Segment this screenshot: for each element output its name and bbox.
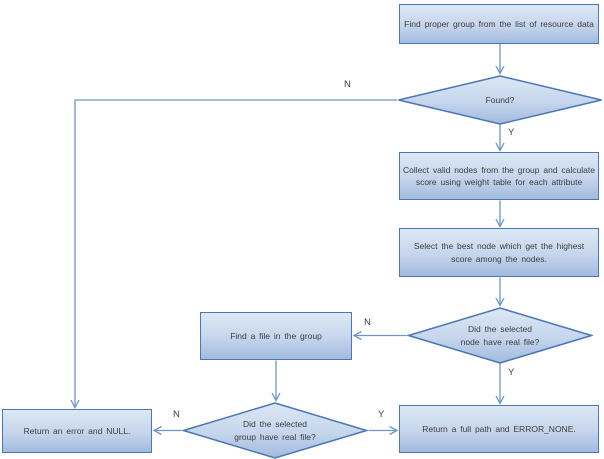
node-select-best: Select the best node which get the highe… [399,228,599,277]
edge-label-node-check-no: N [364,317,371,328]
node-start: Find proper group from the list of resou… [399,4,599,44]
node-find-file-label: Find a file in the group [230,330,322,341]
node-decision-node-check-label: Did the selected node have real file? [460,324,540,347]
node-decision-found-label: Found? [485,94,515,105]
node-return-error: Return an error and NULL. [2,409,152,453]
node-return-path: Return a full path and ERROR_NONE. [399,405,599,453]
node-select-best-label: Select the best node which get the highe… [413,241,585,264]
node-decision-found: Found? [397,75,603,125]
edge-label-group-check-no: N [173,409,180,420]
edge-label-found-no: N [344,79,351,90]
node-return-path-label: Return a full path and ERROR_NONE. [422,423,576,434]
node-collect-label: Collect valid nodes from the group and c… [403,164,595,187]
connector-found-no [70,99,397,409]
node-return-error-label: Return an error and NULL. [23,425,131,436]
diamond-shape [407,307,593,364]
edge-label-group-check-yes: Y [378,409,385,420]
diamond-shape [182,402,368,459]
node-collect: Collect valid nodes from the group and c… [399,152,599,200]
node-decision-group-check: Did the selected group have real file? [182,402,368,459]
node-find-file: Find a file in the group [200,312,352,360]
node-start-label: Find proper group from the list of resou… [404,18,594,29]
node-decision-group-check-label: Did the selected group have real file? [234,419,316,442]
node-decision-node-check: Did the selected node have real file? [407,307,593,364]
diamond-shape [398,75,602,125]
edge-label-node-check-yes: Y [508,367,515,378]
edge-label-found-yes: Y [508,127,515,138]
